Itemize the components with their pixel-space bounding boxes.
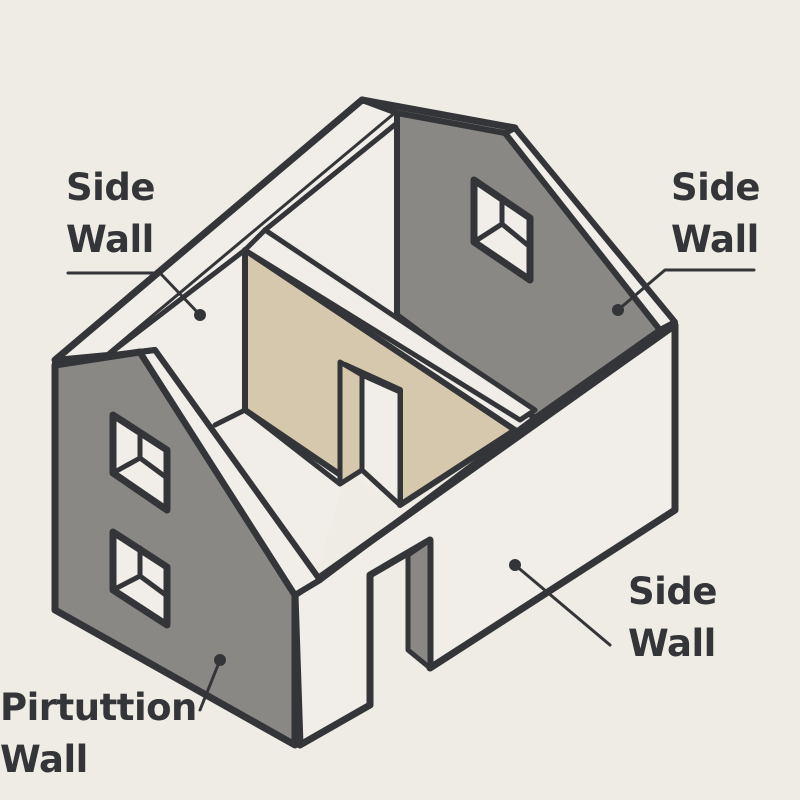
window-left-gable-lower xyxy=(109,528,171,629)
partition-door-opening xyxy=(359,372,403,508)
partition-door-jamb xyxy=(337,359,365,487)
roof-ridge xyxy=(358,96,519,132)
label-line: Wall xyxy=(671,218,759,261)
leader-partition-wall xyxy=(198,654,226,712)
label-line: Wall xyxy=(0,738,88,781)
ceiling-inner-edge xyxy=(262,120,400,233)
front-wall-top-edge xyxy=(317,415,538,583)
leader-side-wall-top-left xyxy=(66,271,206,321)
back-wall-inner-edge xyxy=(105,247,248,358)
floor xyxy=(140,352,400,595)
label-line: Pirtuttion xyxy=(0,686,197,729)
label-line: Wall xyxy=(628,622,716,665)
label-partition-wall: Pirtuttion Wall xyxy=(0,682,197,786)
partition-top-beam xyxy=(242,227,538,423)
left-eave-top xyxy=(52,347,158,365)
window-right-gable xyxy=(470,176,534,284)
label-line: Side xyxy=(628,570,717,613)
front-door-jamb xyxy=(405,537,433,671)
window-left-gable-upper xyxy=(109,411,171,514)
label-line: Side xyxy=(66,166,155,209)
label-side-wall-top-right: Side Wall xyxy=(671,162,760,266)
leader-side-wall-bottom-right xyxy=(509,559,612,647)
leader-side-wall-top-right xyxy=(612,268,756,316)
label-line: Wall xyxy=(66,218,154,261)
partition-base xyxy=(212,407,343,487)
roof-outline-left xyxy=(51,96,366,364)
label-side-wall-top-left: Side Wall xyxy=(66,162,155,266)
label-side-wall-bottom-right: Side Wall xyxy=(628,566,717,670)
label-line: Side xyxy=(671,166,760,209)
